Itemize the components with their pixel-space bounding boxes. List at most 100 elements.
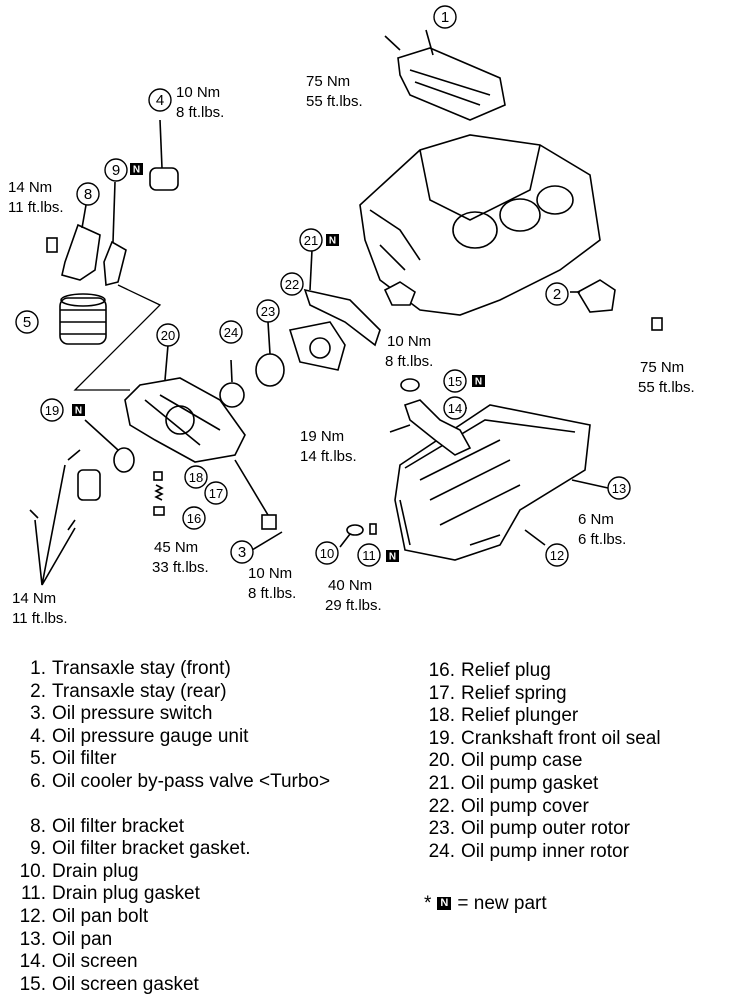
callout-8-circle [76, 182, 100, 206]
part-19-drawing [113, 447, 135, 473]
torque-case-bolts-nm: 14 Nm [12, 590, 57, 607]
callout-13-circle [607, 476, 631, 500]
callout-4-circle [148, 88, 172, 112]
torque-relief-plug-ft: 33 ft.lbs. [152, 559, 209, 576]
torque-oil-screen-ft: 14 ft.lbs. [300, 448, 357, 465]
torque-pan-bolt-ft: 6 ft.lbs. [578, 531, 627, 548]
new-part-marker-15: N [472, 375, 485, 388]
legend-item: 13.Oil pan [19, 928, 113, 950]
legend-item: 1.Transaxle stay (front) [30, 658, 231, 679]
callout-8: 8 [84, 186, 92, 203]
callout-15: 15 [448, 374, 462, 389]
callout-1: 1 [441, 9, 449, 26]
torque-part2-ft: 55 ft.lbs. [638, 379, 695, 396]
relief-valve-drawing [153, 471, 165, 516]
callout-20: 20 [161, 328, 175, 343]
part-23-drawing [255, 353, 285, 387]
callout-17-circle [204, 481, 228, 505]
callout-9-circle [104, 158, 128, 182]
legend-item: 17.Relief spring [428, 682, 567, 704]
part-2-drawing [576, 279, 616, 313]
new-part-icon: N [437, 897, 452, 911]
part-21-drawing [303, 288, 381, 347]
torque-part4-ft: 8 ft.lbs. [176, 104, 225, 121]
torque-drain-plug-ft: 29 ft.lbs. [325, 597, 382, 614]
legend-item: 5.Oil filter [30, 748, 117, 770]
torque-part1-nm: 75 Nm [306, 73, 351, 90]
legend-item: 3.Oil pressure switch [30, 703, 213, 725]
callout-16-circle [182, 506, 206, 530]
callout-10: 10 [320, 546, 334, 561]
new-part-marker-19: N [72, 404, 85, 417]
new-part-marker-11: N [386, 550, 399, 563]
callout-21: 21 [304, 233, 318, 248]
part-20-drawing [124, 344, 246, 463]
callout-23: 23 [261, 304, 275, 319]
torque-part2-nm: 75 Nm [640, 359, 685, 376]
callout-5-circle [15, 310, 39, 334]
svg-text:N: N [133, 165, 140, 176]
part-14-drawing [403, 399, 472, 456]
callout-19-circle [40, 398, 64, 422]
callout-22: 22 [285, 277, 299, 292]
callout-2-circle [545, 282, 569, 306]
torque-part3-nm: 10 Nm [248, 565, 293, 582]
svg-text:N: N [75, 406, 82, 417]
part-4-drawing [149, 119, 179, 191]
legend-item: 18.Relief plunger [428, 705, 579, 727]
callout-5: 5 [23, 314, 31, 331]
legend-right: 16.Relief plug 17.Relief spring 18.Relie… [415, 660, 661, 863]
legend-item: 14.Oil screen [19, 951, 138, 973]
legend-item: 6.Oil cooler by-pass valve <Turbo> [30, 770, 331, 792]
legend-item: 22.Oil pump cover [428, 795, 589, 817]
callout-24-circle [219, 320, 243, 344]
callout-11: 11 [362, 548, 376, 563]
part-8-drawing [46, 181, 127, 287]
legend-item: 12.Oil pan bolt [19, 905, 149, 927]
torque-oil-screen-nm: 19 Nm [300, 428, 345, 445]
svg-text:N: N [329, 236, 336, 247]
legend-item: 4.Oil pressure gauge unit [30, 725, 249, 747]
svg-text:N: N [389, 552, 396, 563]
torque-part8-nm: 14 Nm [8, 179, 53, 196]
callout-1-circle [433, 5, 457, 29]
legend-item: 9.Oil filter bracket gasket. [30, 838, 251, 860]
exploded-view-diagram: 1 2 3 4 5 8 9 10 11 12 13 14 15 16 17 18… [15, 5, 663, 586]
callout-14: 14 [448, 401, 462, 416]
callout-4: 4 [156, 92, 164, 109]
part-24-drawing [219, 382, 245, 408]
torque-part8-ft: 11 ft.lbs. [8, 199, 64, 216]
legend-item: 2.Transaxle stay (rear) [30, 680, 227, 702]
part-15-drawing [400, 378, 420, 392]
torque-relief-plug-nm: 45 Nm [154, 539, 199, 556]
callout-21-circle [299, 228, 323, 252]
callout-24: 24 [224, 325, 238, 340]
legend-item: 20.Oil pump case [428, 750, 583, 772]
callout-20-circle [156, 323, 180, 347]
callout-3: 3 [238, 544, 246, 561]
legend-item: 23.Oil pump outer rotor [428, 818, 630, 840]
callout-3-circle [230, 540, 254, 564]
part-22-drawing [288, 321, 346, 371]
callout-11-circle [357, 543, 381, 567]
callout-13: 13 [612, 481, 626, 496]
callout-18-circle [184, 465, 208, 489]
new-part-marker-21: N [326, 234, 339, 247]
legend-item: 24.Oil pump inner rotor [428, 840, 629, 862]
callout-14-circle [443, 396, 467, 420]
note-text: = new part [457, 893, 547, 914]
callout-19: 19 [45, 403, 59, 418]
torque-case-bolts-ft: 11 ft.lbs. [12, 610, 68, 627]
part-1-drawing [384, 35, 506, 121]
callout-17: 17 [209, 486, 223, 501]
torque-part4-nm: 10 Nm [176, 84, 221, 101]
torque-pan-bolt-nm: 6 Nm [578, 511, 614, 528]
callout-12: 12 [550, 548, 564, 563]
torque-part1-ft: 55 ft.lbs. [306, 93, 363, 110]
part-10-drawing [346, 524, 364, 536]
part-3-drawing [261, 514, 277, 530]
callout-15-circle [443, 369, 467, 393]
callout-18: 18 [189, 470, 203, 485]
svg-text:N: N [475, 377, 482, 388]
legend-item: 10.Drain plug [19, 860, 139, 882]
